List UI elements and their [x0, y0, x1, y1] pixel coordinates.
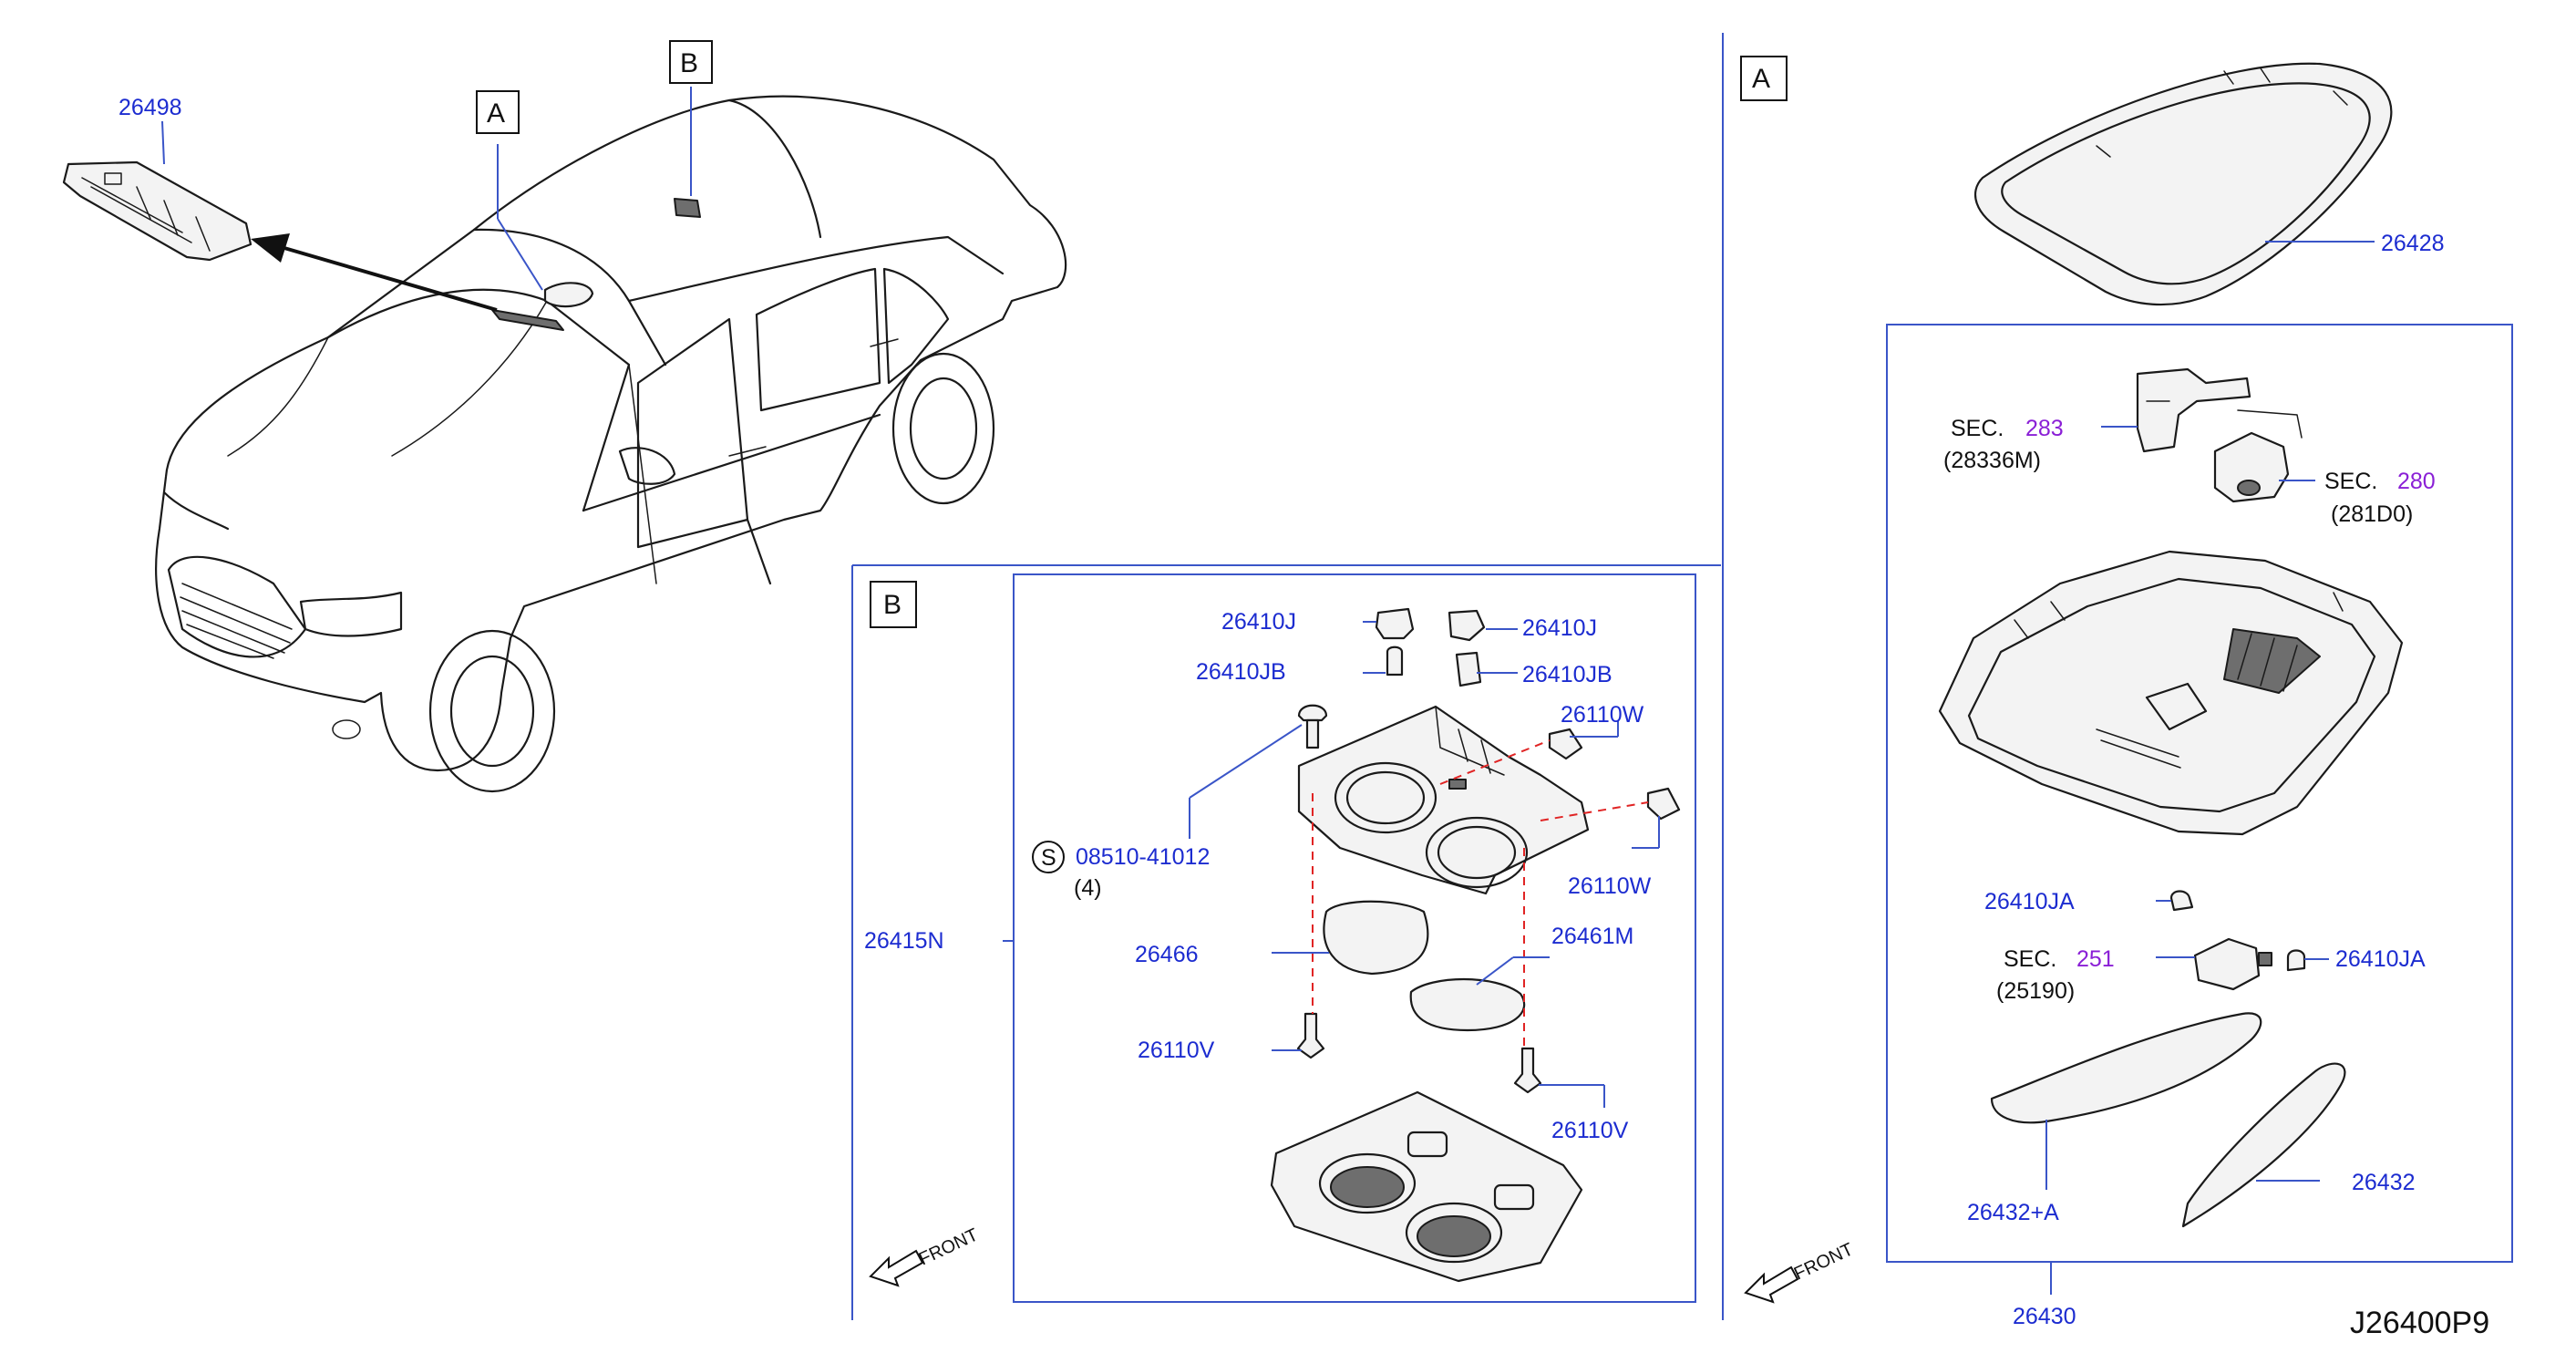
screw-symbol: S [1041, 845, 1056, 871]
map-lamp-part-26498: 26498 [62, 95, 252, 262]
label-26415n: 26415N [864, 928, 944, 954]
diagram-reference: J26400P9 [2350, 1306, 2489, 1340]
label-26410ja-top: 26410JA [1984, 889, 2075, 914]
label-26432-a: 26432+A [1967, 1200, 2059, 1225]
label-26428: 26428 [2381, 231, 2445, 256]
detail-b: B [864, 581, 1681, 1287]
sec-283-code: (28336M) [1943, 448, 2041, 473]
sec-280-code: (281D0) [2331, 501, 2413, 527]
svg-text:A: A [487, 98, 505, 129]
label-26110w-mid: 26110W [1568, 873, 1652, 899]
label-26430: 26430 [2013, 1304, 2076, 1329]
label-26432: 26432 [2352, 1170, 2416, 1195]
detail-b-marker: B [883, 590, 902, 620]
label-26110v-right: 26110V [1551, 1118, 1629, 1143]
label-26410ja-right: 26410JA [2335, 946, 2426, 972]
car-illustration [155, 95, 1067, 793]
front-indicator-a: FRONT [1744, 1239, 1857, 1304]
sec-251-prefix: SEC. [2004, 946, 2056, 972]
detail-a: A 26428 SEC. 283 (28336M) SEC. 280 (281D… [1740, 56, 2445, 1329]
label-26461m: 26461M [1551, 924, 1633, 949]
svg-text:B: B [680, 48, 698, 78]
sec-251-number: 251 [2076, 946, 2115, 972]
detail-a-marker: A [1752, 64, 1770, 94]
sec-283-number: 283 [2025, 416, 2064, 441]
front-indicator-b: FRONT [869, 1224, 982, 1287]
layout-frames [851, 33, 2513, 1320]
callout-arrow [251, 233, 498, 312]
label-08510-41012: 08510-41012 [1076, 844, 1210, 870]
part-label-26498: 26498 [118, 95, 182, 120]
view-marker-b-overview: B [669, 40, 713, 196]
view-marker-a-overview: A [476, 90, 543, 291]
sec-283-prefix: SEC. [1951, 416, 2004, 441]
label-screw-qty: (4) [1074, 875, 1102, 901]
label-26410j-left: 26410J [1221, 609, 1296, 635]
label-26410jb-right: 26410JB [1522, 662, 1613, 687]
label-26110v-left: 26110V [1138, 1038, 1215, 1063]
sec-251-code: (25190) [1996, 978, 2075, 1004]
label-26410jb-left: 26410JB [1196, 659, 1286, 685]
sec-280-prefix: SEC. [2324, 469, 2377, 494]
label-26110w-top: 26110W [1561, 702, 1644, 728]
svg-text:FRONT: FRONT [916, 1224, 982, 1269]
svg-text:FRONT: FRONT [1791, 1239, 1857, 1284]
label-26410j-right: 26410J [1522, 615, 1597, 641]
sec-280-number: 280 [2397, 469, 2436, 494]
screw-symbol-circle [1032, 841, 1065, 873]
label-26466: 26466 [1135, 942, 1199, 967]
